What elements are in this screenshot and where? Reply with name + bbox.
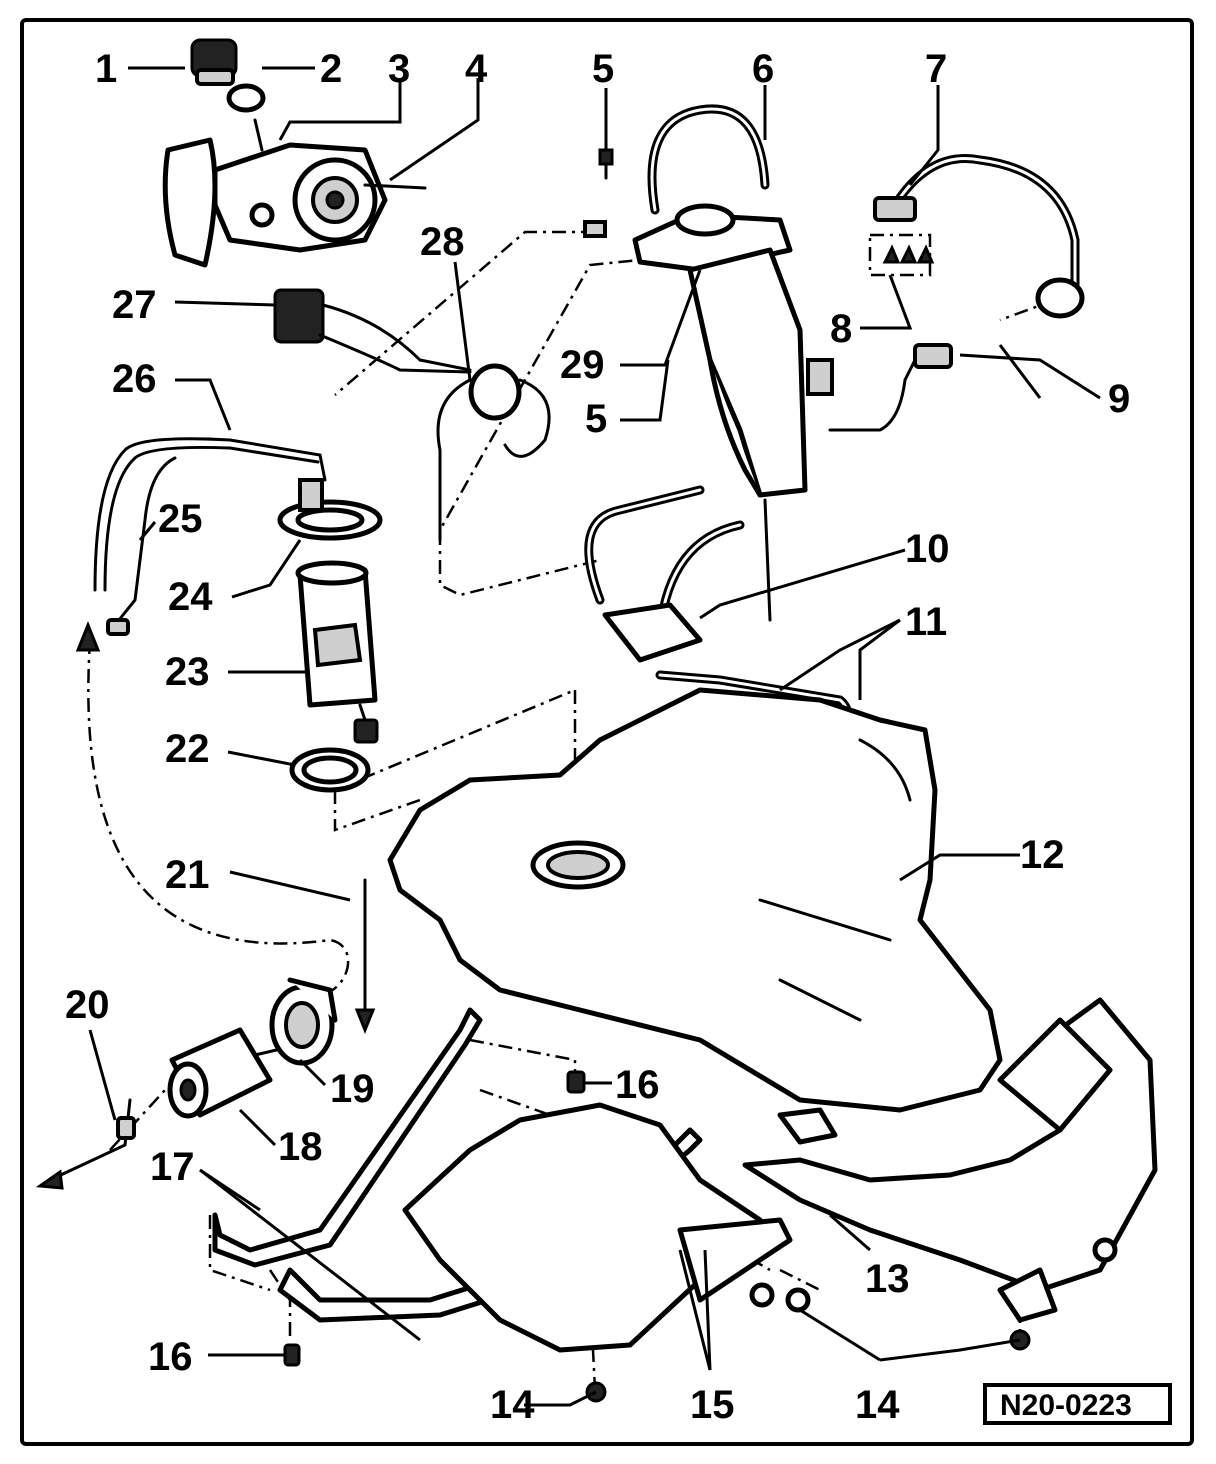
callout-16-bottom: 16	[148, 1335, 193, 1379]
part-12-fuel-tank	[387, 687, 1003, 1145]
callout-11: 11	[905, 600, 947, 644]
leader-lines	[88, 66, 1101, 1407]
callout-10: 10	[905, 527, 950, 571]
part-26-supply-line	[93, 437, 327, 592]
callout-15: 15	[690, 1383, 735, 1427]
part-1-fuel-cap	[190, 38, 238, 86]
callout-4: 4	[465, 47, 488, 91]
callout-24: 24	[168, 575, 213, 619]
part-22-seal	[289, 747, 371, 793]
part-24-locking-ring	[277, 478, 383, 541]
callout-29: 29	[560, 343, 605, 387]
diagram-frame	[20, 18, 1194, 1446]
part-6-vent-hose-loop	[647, 104, 770, 215]
callout-21: 21	[165, 853, 210, 897]
part-13-heat-shield	[742, 997, 1158, 1323]
callout-27: 27	[112, 283, 157, 327]
part-18-fuel-filter	[167, 1027, 287, 1119]
part-25-return-line	[106, 456, 177, 636]
callout-8: 8	[830, 307, 852, 351]
callout-28: 28	[420, 220, 465, 264]
reference-box: N20-0223	[983, 1383, 1172, 1425]
callout-20: 20	[65, 983, 110, 1027]
callout-18: 18	[278, 1125, 323, 1169]
fasteners	[283, 1070, 1031, 1403]
callout-22: 22	[165, 727, 210, 771]
callout-labels: 1 2 3 4 5 6 7 8 9 10 11 12 13 14 15 14 1…	[65, 47, 1130, 1427]
callout-5: 5	[592, 47, 614, 91]
part-28-grommet	[436, 363, 551, 542]
reference-number: N20-0223	[1000, 1389, 1132, 1422]
callout-25: 25	[158, 497, 203, 541]
callout-26: 26	[112, 357, 157, 401]
part-2-seal-ring	[226, 83, 266, 113]
callout-17: 17	[150, 1145, 195, 1189]
callout-9: 9	[1108, 377, 1130, 421]
breather-reservoir	[687, 247, 834, 498]
part-27-connector	[273, 288, 472, 374]
part-9-vent-line	[828, 343, 953, 432]
callout-12: 12	[1020, 833, 1065, 877]
callout-1: 1	[95, 47, 117, 91]
callout-7: 7	[925, 47, 947, 91]
callout-14-left: 14	[490, 1383, 535, 1427]
callout-19: 19	[330, 1067, 375, 1111]
part-21-line-end	[75, 620, 376, 1035]
part-15-crossmember	[402, 1102, 793, 1353]
part-23-pump-sender	[295, 560, 379, 744]
part-10-wiring-plug	[584, 485, 772, 663]
part-8-clips	[882, 244, 935, 264]
callout-16-top: 16	[615, 1063, 660, 1107]
callout-5-lower: 5	[585, 397, 607, 441]
callout-13: 13	[865, 1257, 910, 1301]
callout-23: 23	[165, 650, 210, 694]
part-7-corrugated-hose	[873, 154, 1085, 319]
callout-14-right: 14	[855, 1383, 900, 1427]
part-20-fuel-line	[35, 1098, 136, 1190]
part-19-filter-holder	[269, 977, 338, 1066]
callout-3: 3	[388, 47, 410, 91]
callout-6: 6	[752, 47, 774, 91]
callout-2: 2	[320, 47, 342, 91]
part-5-bolt-top	[598, 138, 614, 180]
part-3-4-filler-housing	[162, 118, 427, 268]
